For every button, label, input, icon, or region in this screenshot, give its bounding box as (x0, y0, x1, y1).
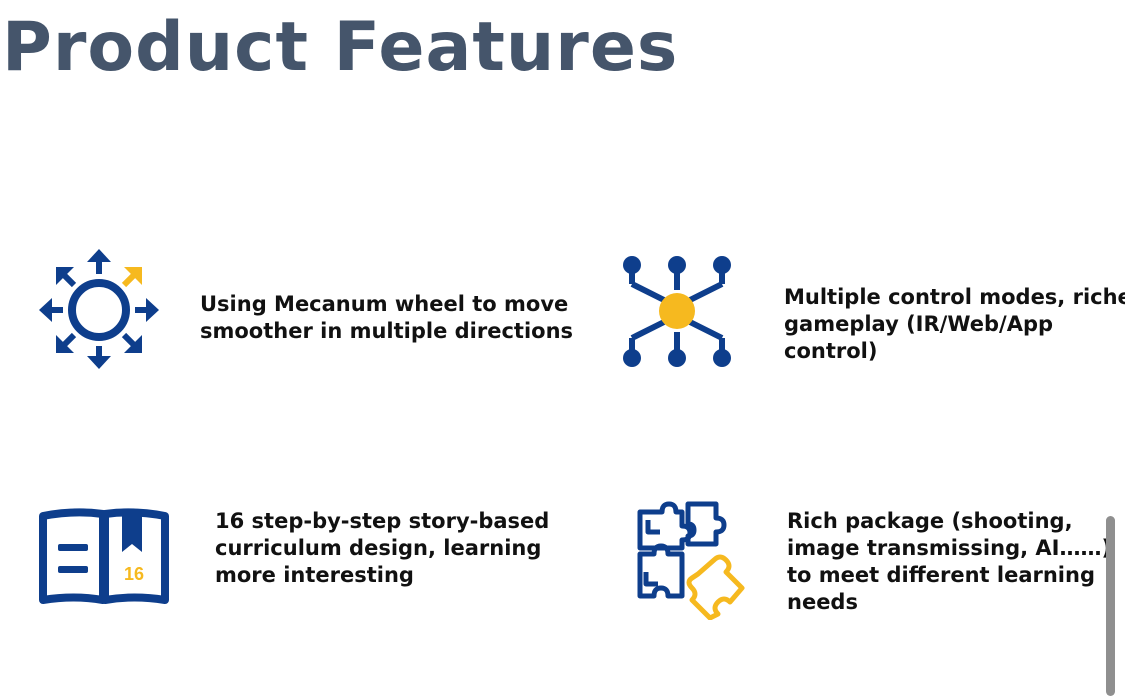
feature-text-line: to meet different learning (787, 563, 1095, 587)
feature-control-text: Multiple control modes, richer gameplay … (784, 284, 1125, 365)
vertical-scrollbar-thumb[interactable] (1106, 516, 1115, 696)
feature-text-line: more interesting (215, 563, 414, 587)
feature-mecanum-icon-wrap (36, 246, 162, 372)
feature-text-line: Multiple control modes, richer (784, 285, 1125, 309)
mecanum-directions-icon (39, 249, 159, 369)
curriculum-book-icon: 16 (39, 508, 169, 604)
feature-text-line: image transmissing, AI……) (787, 536, 1112, 560)
feature-mecanum-text: Using Mecanum wheel to move smoother in … (200, 291, 573, 345)
feature-text-line: control) (784, 339, 878, 363)
feature-text-line: gameplay (IR/Web/App (784, 312, 1054, 336)
feature-text-line: Rich package (shooting, (787, 509, 1073, 533)
feature-package-text: Rich package (shooting, image transmissi… (787, 508, 1111, 616)
control-network-icon (623, 256, 731, 367)
feature-package-icon-wrap (632, 496, 756, 620)
feature-text-line: curriculum design, learning (215, 536, 542, 560)
page-title: Product Features (2, 8, 679, 87)
puzzle-package-icon (637, 501, 745, 620)
feature-text-line: needs (787, 590, 858, 614)
feature-text-line: 16 step-by-step story-based (215, 509, 550, 533)
feature-text-line: smoother in multiple directions (200, 319, 574, 343)
feature-curriculum-icon-wrap: 16 (36, 504, 172, 608)
curriculum-badge-number: 16 (124, 564, 144, 584)
feature-control-icon-wrap (616, 252, 740, 372)
feature-text-line: Using Mecanum wheel to move (200, 292, 569, 316)
feature-curriculum-text: 16 step-by-step story-based curriculum d… (215, 508, 549, 589)
